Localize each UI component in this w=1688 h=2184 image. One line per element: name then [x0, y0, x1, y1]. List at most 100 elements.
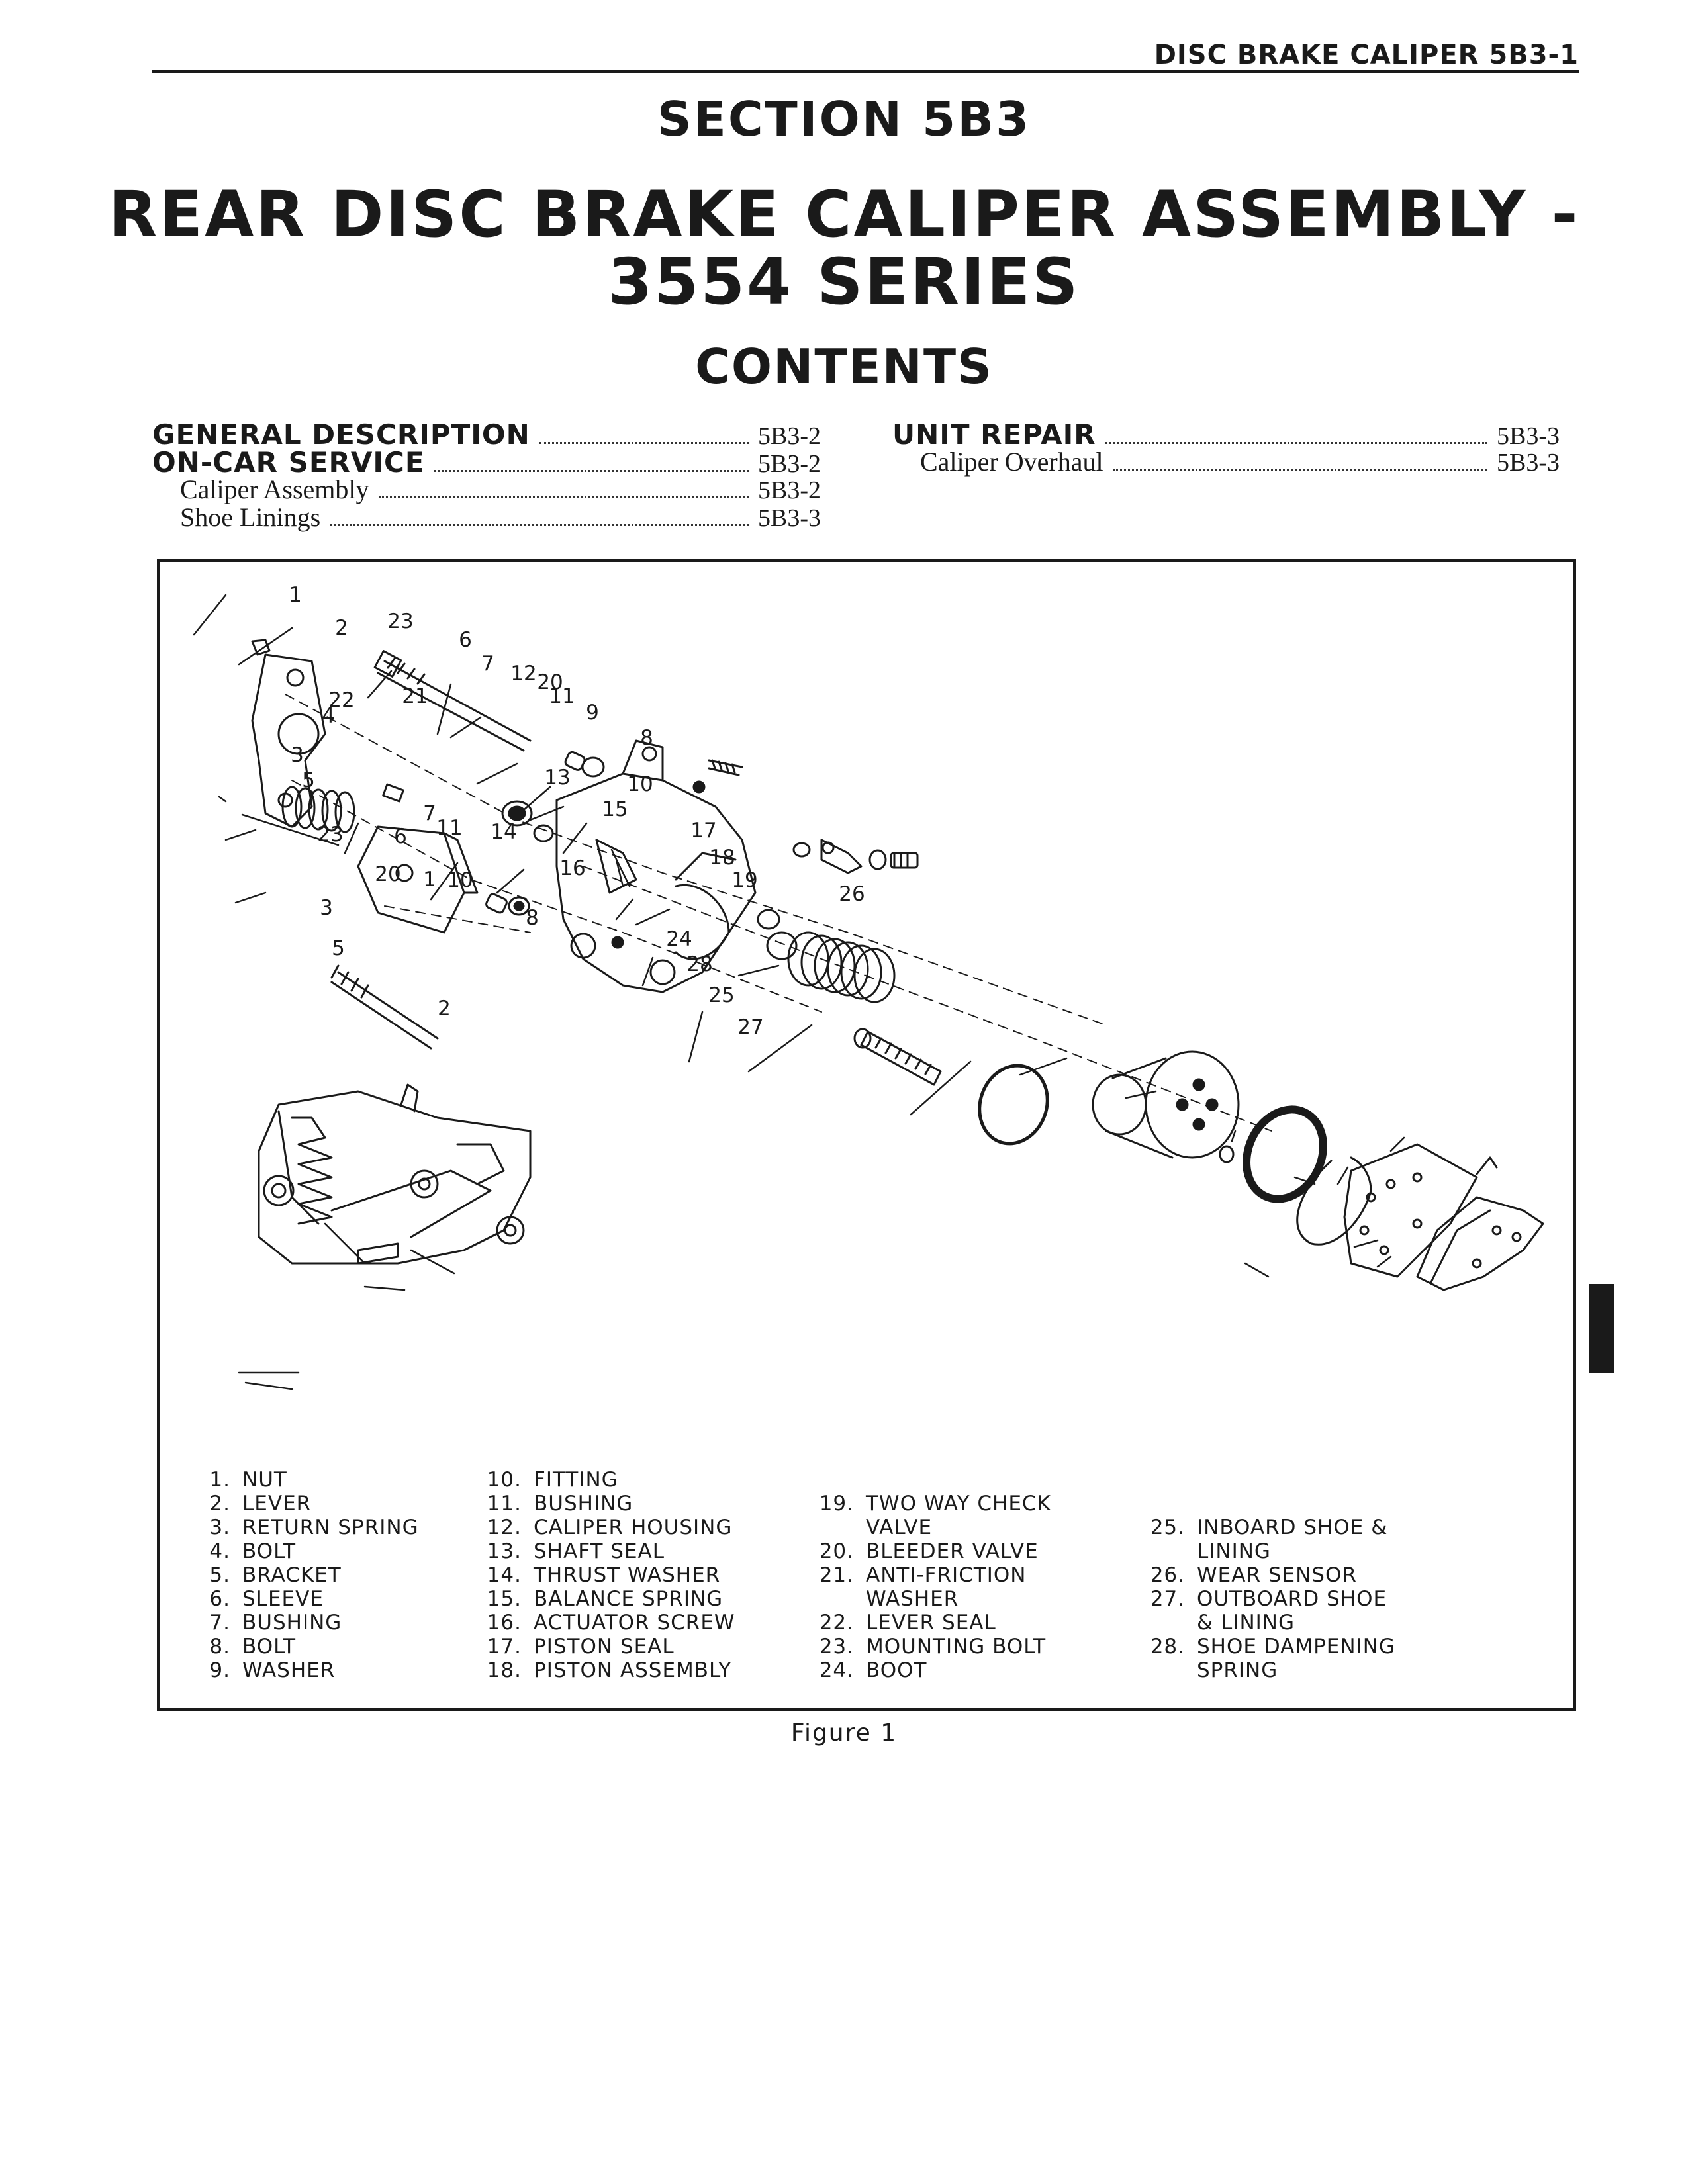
legend-number: 23. — [819, 1635, 854, 1659]
legend-text: WASHER — [242, 1659, 336, 1682]
legend-number: 6. — [209, 1587, 230, 1611]
callout-label: 23 — [317, 823, 343, 846]
sleeve-drawing — [485, 893, 508, 914]
contents-heading: CONTENTS — [695, 339, 993, 394]
legend-number: 28. — [1150, 1635, 1185, 1659]
legend-item: 23. MOUNTING BOLT — [816, 1635, 1064, 1659]
legend-number: 10. — [487, 1468, 522, 1492]
washer-drawing — [792, 842, 811, 858]
callout-label: 21 — [402, 684, 428, 708]
callout-label: 23 — [387, 610, 413, 633]
outboard-shoe-drawing — [1416, 1196, 1544, 1291]
shoe-dampening-spring-drawing — [1296, 1156, 1372, 1246]
callout-label: 2 — [335, 616, 348, 640]
legend-item: 4.BOLT — [192, 1539, 461, 1563]
legend-number: 8. — [209, 1635, 230, 1659]
legend-number: 15. — [487, 1587, 522, 1611]
bushing-drawing — [508, 896, 530, 916]
legend-number: 7. — [209, 1611, 230, 1635]
toc-page: 5B3-3 — [1497, 449, 1560, 477]
legend-text: BOLT — [242, 1539, 297, 1563]
legend-item: 27.OUTBOARD SHOE & LINING — [1147, 1587, 1409, 1635]
callout-label: 3 — [320, 896, 333, 920]
lever-seal-drawing — [501, 800, 533, 827]
legend-item: 25.INBOARD SHOE & LINING — [1147, 1516, 1409, 1563]
legend-text: BALANCE SPRING — [534, 1587, 724, 1611]
callout-label: 15 — [602, 797, 628, 821]
legend-text: BRACKET — [242, 1563, 342, 1587]
callout-label: 8 — [640, 726, 653, 750]
legend-item: 16.ACTUATOR SCREW — [483, 1611, 752, 1635]
header-rule — [152, 70, 1579, 73]
legend-number: 21. — [819, 1563, 854, 1587]
toc-leader — [330, 524, 749, 526]
legend-text: WEAR SENSOR — [1197, 1563, 1357, 1587]
toc-leader — [434, 470, 749, 472]
page-title-line-1: REAR DISC BRAKE CALIPER ASSEMBLY - — [108, 177, 1580, 251]
callout-label: 3 — [291, 743, 304, 767]
legend-item: 10. FITTING — [483, 1468, 752, 1492]
callout-leaders — [193, 594, 1405, 1390]
callout-label: 14 — [491, 820, 516, 844]
legend-item: 8.BOLT — [192, 1635, 461, 1659]
legend-number: 17. — [487, 1635, 522, 1659]
legend-text: TWO WAY CHECK VALVE — [866, 1492, 1051, 1539]
callout-label: 12 — [510, 662, 536, 686]
legend-number: 9. — [209, 1659, 230, 1682]
bushing-drawing — [581, 756, 605, 778]
legend-text: ACTUATOR SCREW — [534, 1611, 735, 1635]
bolt-drawing — [890, 852, 919, 869]
mounting-bolt-drawing — [330, 964, 439, 1050]
assembled-caliper-drawing — [258, 1083, 532, 1265]
check-valve-drawing — [1219, 1145, 1235, 1163]
legend-text: CALIPER HOUSING — [534, 1516, 733, 1539]
legend-item: 22.LEVER SEAL — [816, 1611, 1064, 1635]
legend-text: ANTI-FRICTION WASHER — [866, 1563, 1027, 1611]
legend-number: 3. — [209, 1516, 230, 1539]
callout-label: 19 — [731, 868, 757, 892]
legend-item: 2.LEVER — [192, 1492, 461, 1516]
callout-label: 10 — [627, 772, 653, 796]
inboard-shoe-drawing — [1343, 1143, 1478, 1278]
legend-item: 15. BALANCE SPRING — [483, 1587, 752, 1611]
legend-item: 1.NUT — [192, 1468, 461, 1492]
toc-label: Caliper Overhaul — [920, 447, 1103, 477]
legend-number: 14. — [487, 1563, 522, 1587]
piston-assembly-drawing — [1092, 1050, 1240, 1159]
legend-item: 20.BLEEDER VALVE — [816, 1539, 1064, 1563]
legend-item: 12.CALIPER HOUSING — [483, 1516, 752, 1539]
lever-drawing — [357, 825, 479, 934]
legend-text: PISTON ASSEMBLY — [534, 1659, 732, 1682]
legend-text: SHAFT SEAL — [534, 1539, 665, 1563]
callout-label: 28 — [686, 952, 712, 976]
legend-item: 5.BRACKET — [192, 1563, 461, 1587]
figure-frame — [157, 559, 1576, 1711]
callout-label: 13 — [544, 766, 570, 790]
legend-item: 19.TWO WAY CHECK VALVE — [816, 1492, 1064, 1539]
callout-label: 6 — [394, 825, 407, 848]
legend-text: FITTING — [534, 1468, 618, 1492]
caliper-housing-drawing — [555, 739, 757, 993]
legend-item: 26.WEAR SENSOR — [1147, 1563, 1409, 1587]
callout-label: 8 — [526, 906, 539, 930]
toc-label: Shoe Linings — [180, 502, 321, 532]
legend-text: RETURN SPRING — [242, 1516, 419, 1539]
piston-seal-drawing — [978, 1064, 1049, 1146]
legend-number: 24. — [819, 1659, 854, 1682]
callout-label: 16 — [559, 856, 585, 880]
legend-number: 11. — [487, 1492, 522, 1516]
bushing-drawing — [692, 780, 706, 794]
running-head: DISC BRAKE CALIPER 5B3-1 — [1154, 40, 1579, 70]
section-edge-tab — [1589, 1284, 1614, 1373]
legend-number: 1. — [209, 1468, 230, 1492]
toc-entry[interactable]: Caliper Overhaul 5B3-3 — [920, 446, 1560, 477]
page-title-line-2: 3554 SERIES — [608, 245, 1080, 319]
legend-text: MOUNTING BOLT — [866, 1635, 1047, 1659]
callout-label: 27 — [737, 1015, 763, 1039]
mounting-bolt-drawing — [373, 650, 532, 752]
